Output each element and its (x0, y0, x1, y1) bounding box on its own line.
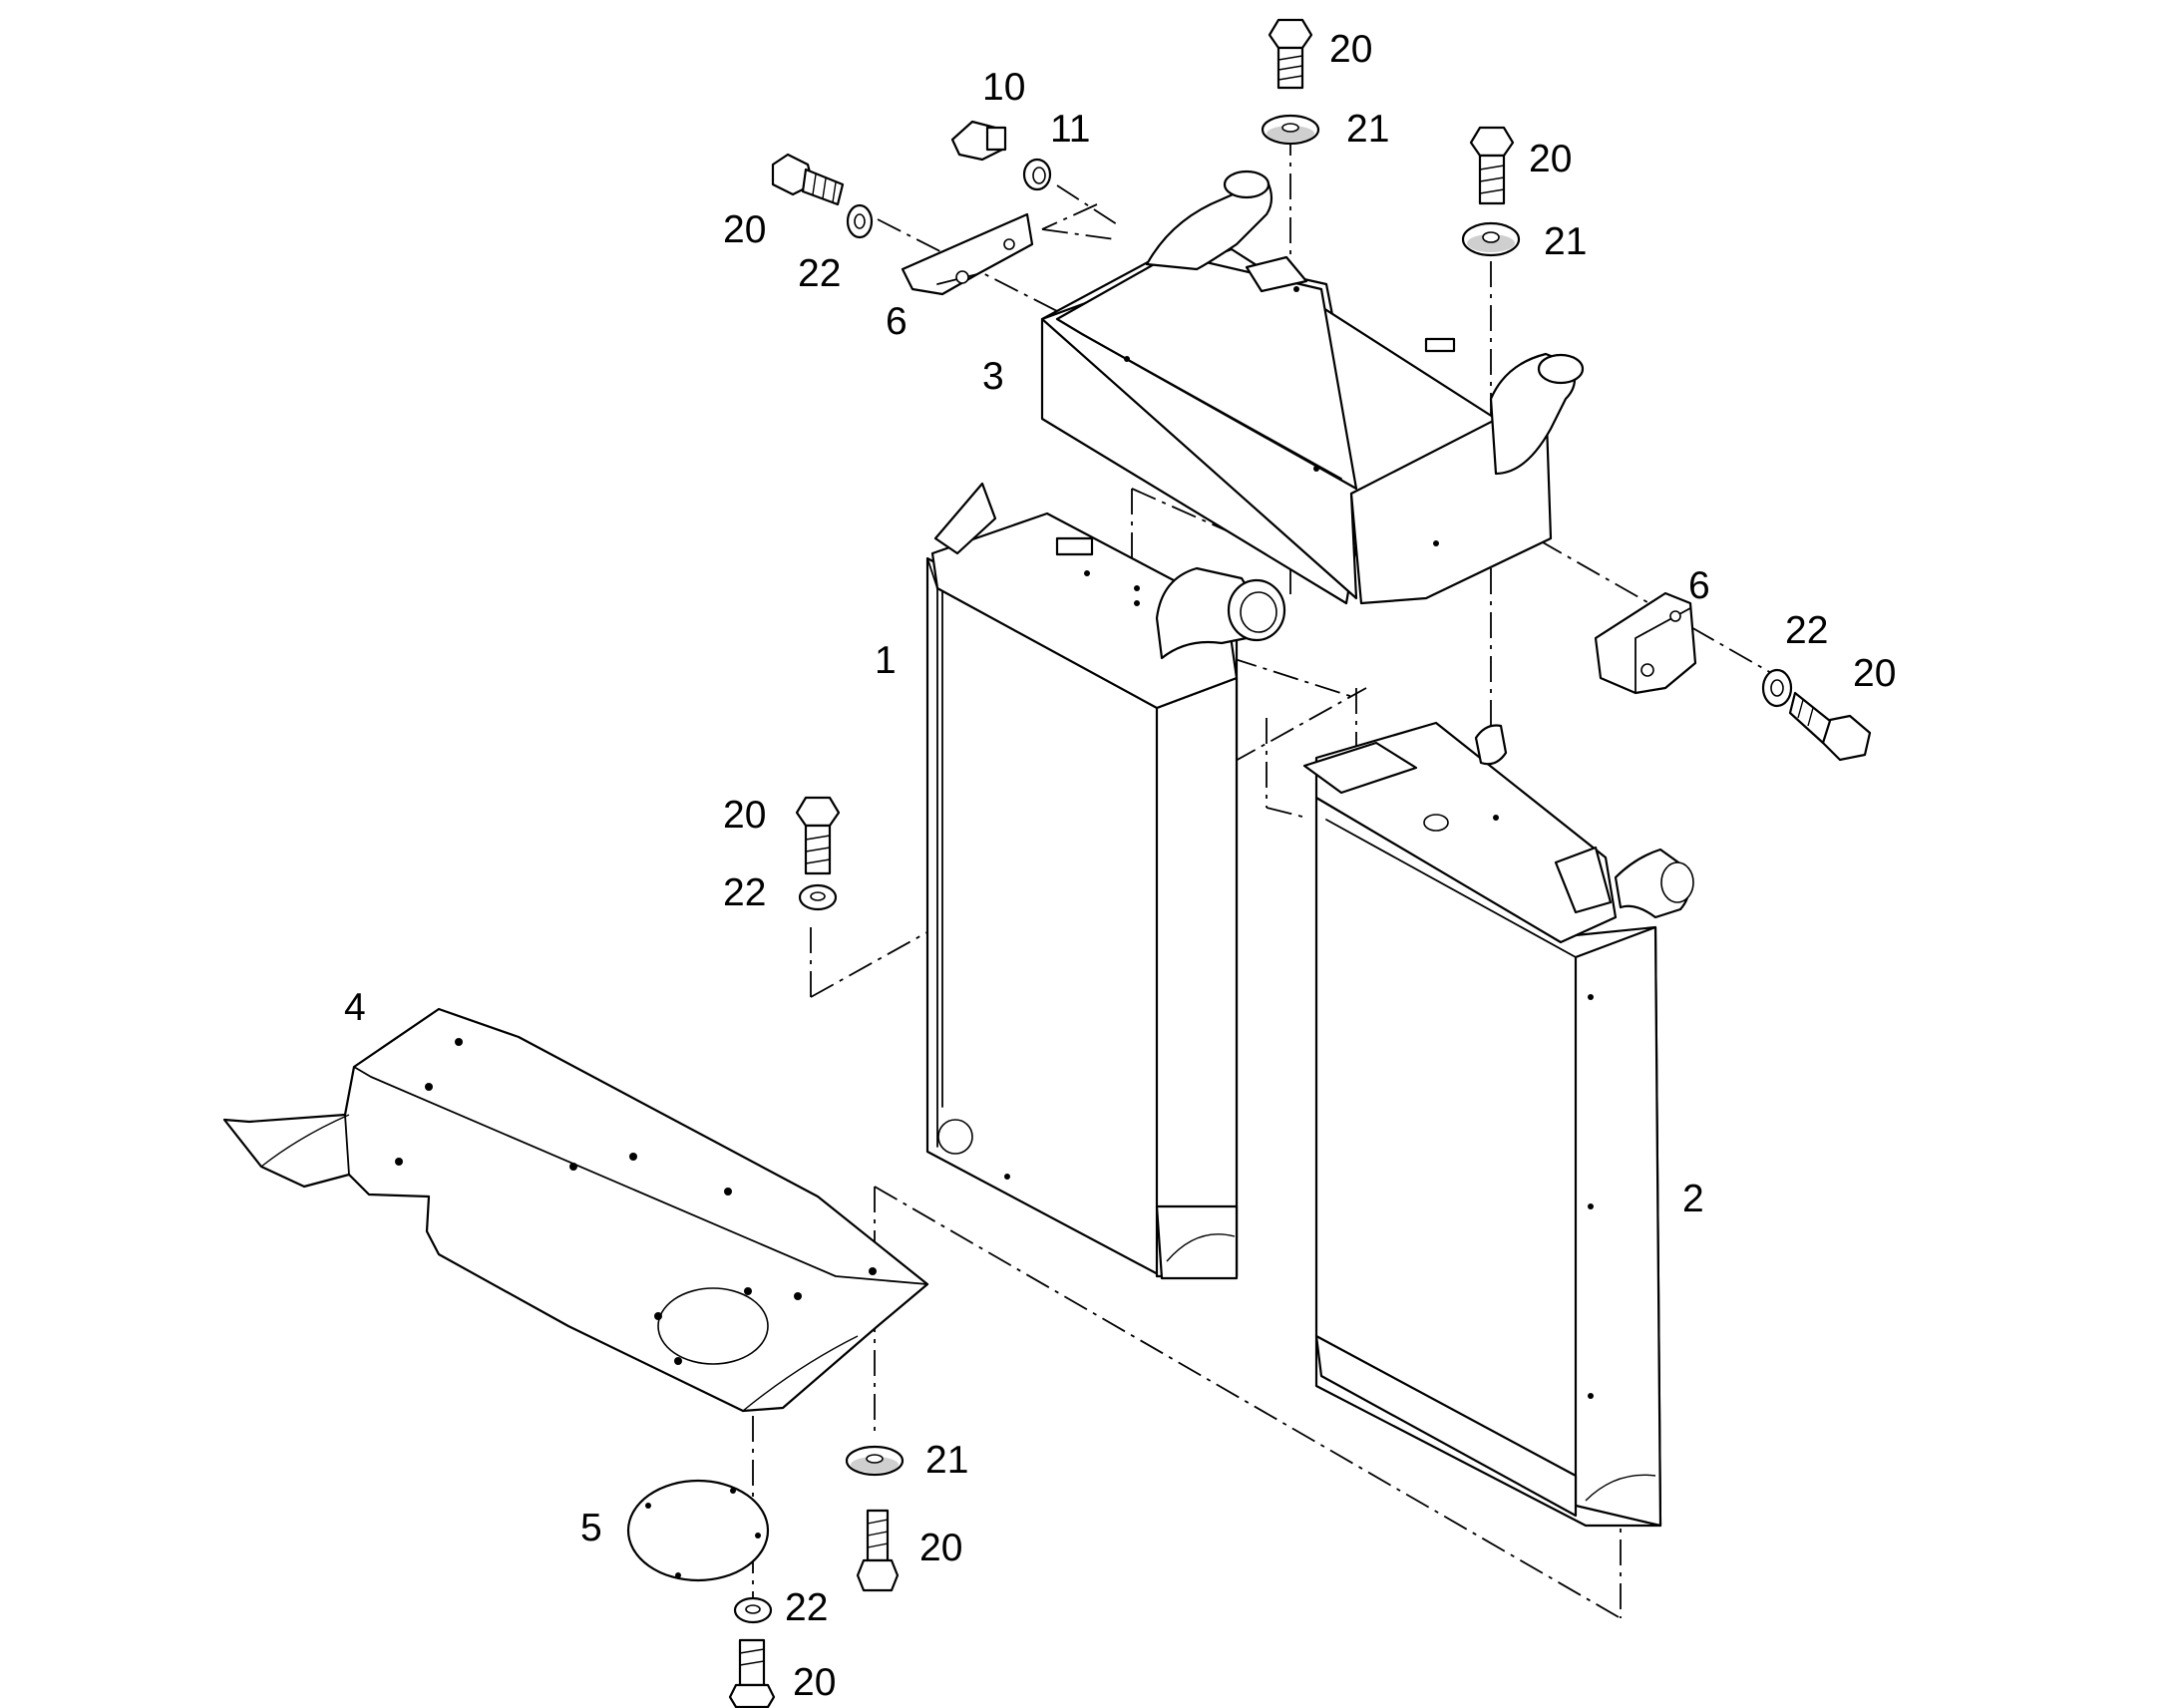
bolt-20-right (1788, 691, 1872, 762)
washer-22-right (1761, 668, 1793, 708)
callout-bolt-20-top-right: 20 (1529, 138, 1572, 180)
bolt-20-mid-left (795, 796, 841, 875)
seal-part-11 (1022, 158, 1052, 191)
callout-bolt-20-top-center: 20 (1329, 28, 1372, 71)
bracket-part-6-right (1594, 591, 1697, 695)
shroud-plate-part-4 (222, 1007, 929, 1413)
callout-washer-22-bottom: 22 (785, 1586, 828, 1629)
callout-washer-22-top-left: 22 (798, 252, 841, 295)
radiator-core-part-1 (925, 482, 1286, 1280)
radiator-core-part-2 (1302, 721, 1694, 1528)
callout-part-10: 10 (982, 66, 1025, 109)
bolt-20-bottom (856, 1509, 900, 1592)
callout-washer-21-bottom: 21 (925, 1439, 968, 1482)
callout-washer-22-mid-left: 22 (723, 871, 766, 914)
cover-plate-part-5 (626, 1479, 770, 1582)
cooler-tank-part-3 (1040, 170, 1585, 605)
callout-part-6-right: 6 (1688, 564, 1710, 607)
callout-bolt-20-right: 20 (1853, 652, 1896, 695)
washer-22-top-left (846, 203, 874, 239)
callout-bolt-20-bottom: 20 (919, 1527, 962, 1569)
callout-washer-21-top-center: 21 (1346, 108, 1389, 151)
washer-21-top-center (1261, 114, 1320, 146)
washer-21-top-right (1461, 221, 1521, 257)
callout-part-11: 11 (1050, 108, 1091, 151)
callout-washer-22-right: 22 (1785, 609, 1828, 652)
callout-part-5: 5 (580, 1507, 602, 1549)
bolt-20-top-left (771, 153, 845, 206)
bolt-20-top-center (1268, 18, 1313, 90)
washer-22-mid-left (798, 883, 838, 911)
bolt-20-bottom-left (728, 1638, 776, 1708)
callout-part-3: 3 (982, 355, 1004, 398)
bracket-part-6-left (901, 212, 1034, 296)
callout-part-1: 1 (875, 639, 897, 682)
callout-part-6-left: 6 (886, 300, 908, 343)
callout-bolt-20-top-left: 20 (723, 208, 766, 251)
callout-labels: 1 2 3 4 5 6 6 10 11 20 21 20 21 20 22 22… (344, 28, 1896, 1704)
plug-part-10 (950, 120, 1007, 162)
callout-part-2: 2 (1682, 1178, 1704, 1220)
callout-bolt-20-mid-left: 20 (723, 794, 766, 837)
washer-21-bottom (845, 1445, 905, 1477)
callout-washer-21-top-right: 21 (1544, 220, 1587, 263)
callout-bolt-20-bottom-left: 20 (793, 1661, 836, 1704)
washer-22-bottom (733, 1596, 773, 1624)
bolt-20-top-right (1469, 126, 1515, 205)
callout-part-4: 4 (344, 986, 366, 1029)
